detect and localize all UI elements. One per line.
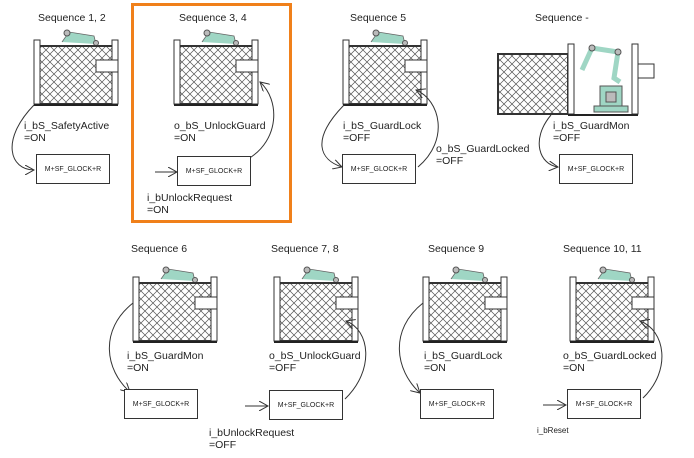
input-signal-name: i_bUnlockRequest: [147, 192, 233, 204]
signal-name: o_bS_GuardLocked: [563, 350, 657, 362]
signal-name: o_bS_UnlockGuard: [269, 350, 361, 362]
signal-value: =ON: [127, 362, 149, 374]
sequence-title: Sequence -: [535, 12, 589, 24]
output-signal-name: o_bS_GuardLocked: [436, 143, 530, 155]
signal-name: i_bS_GuardMon: [127, 350, 204, 362]
input-signal-name: i_bUnlockRequest: [209, 427, 295, 439]
signal-name: i_bS_GuardMon: [553, 120, 630, 132]
function-block: M+SF_GLOCK+R: [36, 154, 110, 184]
closed-guard-icon: [273, 266, 359, 343]
input-signal-value: =ON: [147, 204, 169, 216]
function-block: M+SF_GLOCK+R: [342, 154, 416, 184]
signal-label: o_bS_GuardLocked=ON: [563, 350, 656, 374]
input-signal-label: i_bUnlockRequest=OFF: [209, 427, 294, 451]
highlight-frame-sequence-3-4: [131, 3, 292, 223]
function-block: M+SF_GLOCK+R: [559, 154, 633, 184]
sequence-title: Sequence 7, 8: [271, 243, 339, 255]
sequence-title: Sequence 5: [350, 12, 407, 24]
signal-label: i_bS_SafetyActive=ON: [24, 120, 109, 144]
open-guard-robot-icon: [497, 43, 655, 116]
signal-label: i_bS_GuardLock=OFF: [343, 120, 421, 144]
function-block: M+SF_GLOCK+R: [124, 389, 198, 419]
signal-name: i_bS_GuardLock: [343, 120, 422, 132]
function-block: M+SF_GLOCK+R: [420, 389, 494, 419]
closed-guard-icon: [33, 29, 119, 106]
function-block: M+SF_GLOCK+R: [567, 389, 641, 419]
signal-label: o_bS_UnlockGuard=ON: [174, 120, 266, 144]
sequence-title: Sequence 10, 11: [563, 243, 642, 255]
signal-value: =OFF: [343, 132, 371, 144]
signal-value: =OFF: [553, 132, 581, 144]
closed-guard-icon: [422, 266, 508, 343]
sequence-title: Sequence 9: [428, 243, 485, 255]
input-signal-label: i_bReset: [537, 426, 569, 435]
signal-value: =ON: [563, 362, 585, 374]
signal-name: i_bS_SafetyActive: [24, 120, 110, 132]
signal-label: i_bS_GuardMon=ON: [127, 350, 203, 374]
signal-label: i_bS_GuardLock=ON: [424, 350, 502, 374]
closed-guard-icon: [569, 266, 655, 343]
signal-label: o_bS_UnlockGuard=OFF: [269, 350, 361, 374]
signal-name: i_bS_GuardLock: [424, 350, 503, 362]
output-signal-label: o_bS_GuardLocked=OFF: [436, 143, 529, 167]
closed-guard-icon: [132, 266, 218, 343]
function-block: M+SF_GLOCK+R: [177, 156, 251, 186]
signal-value: =ON: [24, 132, 46, 144]
sequence-title: Sequence 6: [131, 243, 188, 255]
signal-label: i_bS_GuardMon=OFF: [553, 120, 629, 144]
input-signal-value: =OFF: [209, 439, 237, 451]
closed-guard-icon: [173, 29, 259, 106]
signal-value: =OFF: [269, 362, 297, 374]
function-block: M+SF_GLOCK+R: [269, 390, 343, 420]
output-signal-value: =OFF: [436, 155, 464, 167]
signal-name: o_bS_UnlockGuard: [174, 120, 266, 132]
sequence-title: Sequence 1, 2: [38, 12, 106, 24]
closed-guard-icon: [342, 29, 428, 106]
signal-value: =ON: [424, 362, 446, 374]
sequence-title: Sequence 3, 4: [179, 12, 247, 24]
input-signal-label: i_bUnlockRequest=ON: [147, 192, 232, 216]
signal-value: =ON: [174, 132, 196, 144]
